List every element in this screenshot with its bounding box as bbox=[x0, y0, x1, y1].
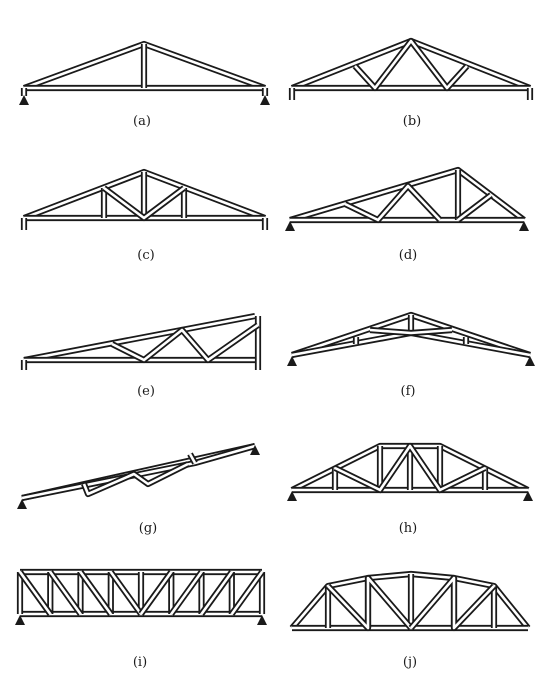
truss-panel-f bbox=[287, 311, 535, 366]
caption-j: (j) bbox=[402, 655, 418, 670]
panel-h-support-1 bbox=[287, 491, 297, 501]
panel-f-support-1 bbox=[287, 356, 297, 366]
panel-g-support-2 bbox=[250, 445, 260, 455]
truss-panel-e bbox=[20, 312, 262, 370]
panel-g-member-4-core bbox=[188, 453, 197, 464]
panel-i-member-13-core bbox=[49, 571, 82, 615]
panel-g-member-3-core bbox=[82, 462, 189, 496]
caption-c: (c) bbox=[137, 248, 155, 263]
panel-i-member-12-core bbox=[18, 571, 52, 615]
panel-f-support-2 bbox=[525, 356, 535, 366]
panel-b-member-3-core bbox=[354, 39, 468, 90]
caption-e: (e) bbox=[137, 384, 155, 399]
caption-b: (b) bbox=[402, 114, 422, 129]
caption-d: (d) bbox=[398, 248, 418, 263]
panel-i-member-14-core bbox=[79, 571, 112, 615]
panel-j-member-9-core bbox=[410, 576, 495, 630]
panel-i-support-2 bbox=[257, 615, 267, 625]
truss-panel-g bbox=[17, 442, 260, 509]
panel-e-member-4-core bbox=[111, 323, 259, 362]
truss-panel-j bbox=[289, 570, 531, 632]
panel-d-member-5-core bbox=[457, 193, 492, 222]
panel-b-member-3 bbox=[352, 37, 470, 92]
truss-panel-d bbox=[285, 166, 529, 231]
panel-d-support-2 bbox=[519, 221, 529, 231]
truss-panel-i bbox=[15, 568, 267, 625]
panel-i-member-19-core bbox=[230, 571, 264, 615]
panel-h-support-2 bbox=[523, 491, 533, 501]
panel-b-member-1-core bbox=[291, 39, 531, 90]
caption-f: (f) bbox=[400, 384, 416, 399]
panel-d-member-3-core bbox=[344, 184, 441, 222]
panel-i-member-16-core bbox=[139, 571, 173, 615]
truss-panel-a bbox=[19, 40, 270, 105]
caption-i: (i) bbox=[132, 655, 148, 670]
panel-a-support-1 bbox=[19, 95, 29, 105]
panel-j-member-8-core bbox=[327, 576, 412, 630]
caption-g: (g) bbox=[138, 521, 158, 536]
truss-panel-c bbox=[20, 168, 269, 230]
panel-a-support-2 bbox=[260, 95, 270, 105]
panel-i-member-18-core bbox=[200, 571, 233, 615]
panel-i-member-15-core bbox=[109, 571, 143, 615]
truss-panel-b bbox=[288, 37, 534, 100]
truss-panel-h bbox=[287, 442, 533, 501]
caption-h: (h) bbox=[398, 521, 418, 536]
panel-i-member-17-core bbox=[170, 571, 203, 615]
panel-d-support-1 bbox=[285, 221, 295, 231]
panel-f-member-6-core bbox=[369, 328, 453, 335]
panel-c-member-6-core bbox=[103, 186, 185, 220]
caption-a: (a) bbox=[133, 114, 151, 129]
panel-h-member-8-core bbox=[334, 444, 486, 492]
panel-i-support-1 bbox=[15, 615, 25, 625]
panel-e-member-1-core bbox=[23, 314, 256, 362]
panel-b-member-1 bbox=[290, 37, 532, 91]
panel-g-support-1 bbox=[17, 499, 27, 509]
